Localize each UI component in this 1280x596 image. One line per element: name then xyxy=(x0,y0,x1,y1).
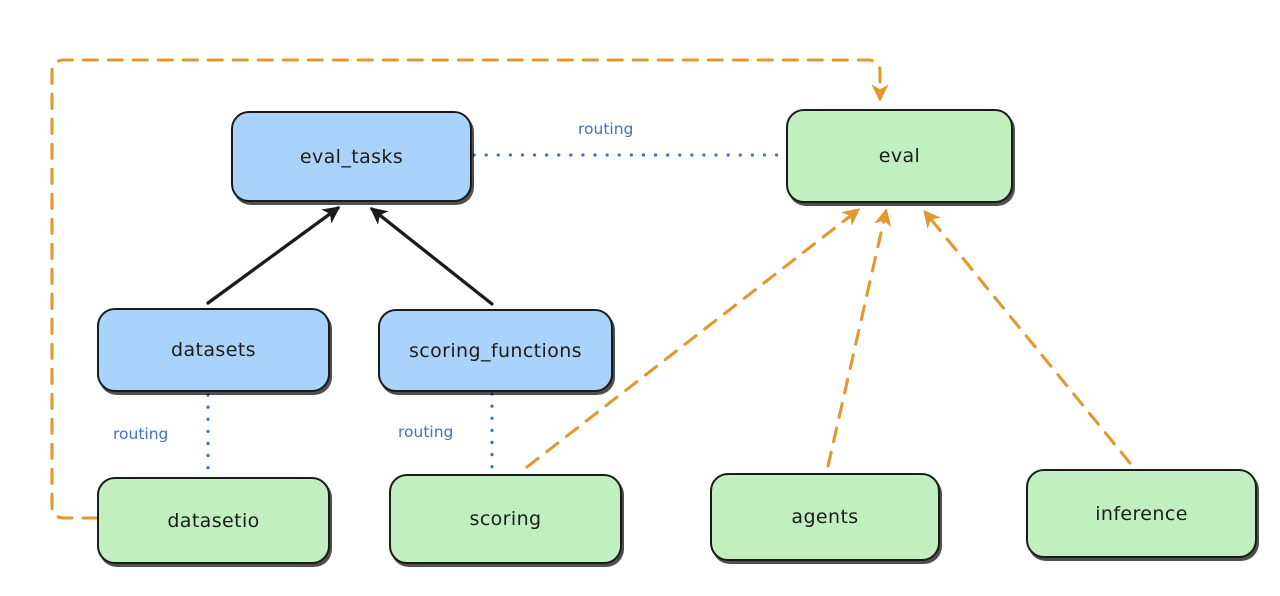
node-label-inference: inference xyxy=(1095,502,1188,525)
node-label-eval-tasks: eval_tasks xyxy=(299,145,404,168)
node-label-datasets: datasets xyxy=(171,339,256,361)
node-eval-tasks[interactable]: eval_tasks xyxy=(231,111,472,202)
node-agents[interactable]: agents xyxy=(710,473,940,561)
node-scoring[interactable]: scoring xyxy=(389,474,622,564)
edge-datasets-eval-tasks xyxy=(206,206,341,305)
node-label-scoring: scoring xyxy=(469,508,542,530)
edge-inference-eval xyxy=(923,209,1132,465)
edge-scoring-functions-eval-tasks xyxy=(369,207,494,306)
node-eval[interactable]: eval xyxy=(786,109,1013,203)
node-label-datasetio: datasetio xyxy=(167,509,260,532)
edge-label-routing-datasets: routing xyxy=(113,425,169,443)
node-datasetio[interactable]: datasetio xyxy=(97,477,330,564)
node-scoring-functions[interactable]: scoring_functions xyxy=(378,309,613,392)
node-label-agents: agents xyxy=(791,506,859,528)
node-datasets[interactable]: datasets xyxy=(97,308,330,392)
edge-label-routing-top: routing xyxy=(578,120,634,138)
edge-agents-eval xyxy=(826,208,892,468)
node-inference[interactable]: inference xyxy=(1026,469,1257,558)
node-label-eval: eval xyxy=(878,145,921,167)
edge-label-routing-scoring-functions: routing xyxy=(398,423,454,441)
node-label-scoring-functions: scoring_functions xyxy=(409,339,582,362)
